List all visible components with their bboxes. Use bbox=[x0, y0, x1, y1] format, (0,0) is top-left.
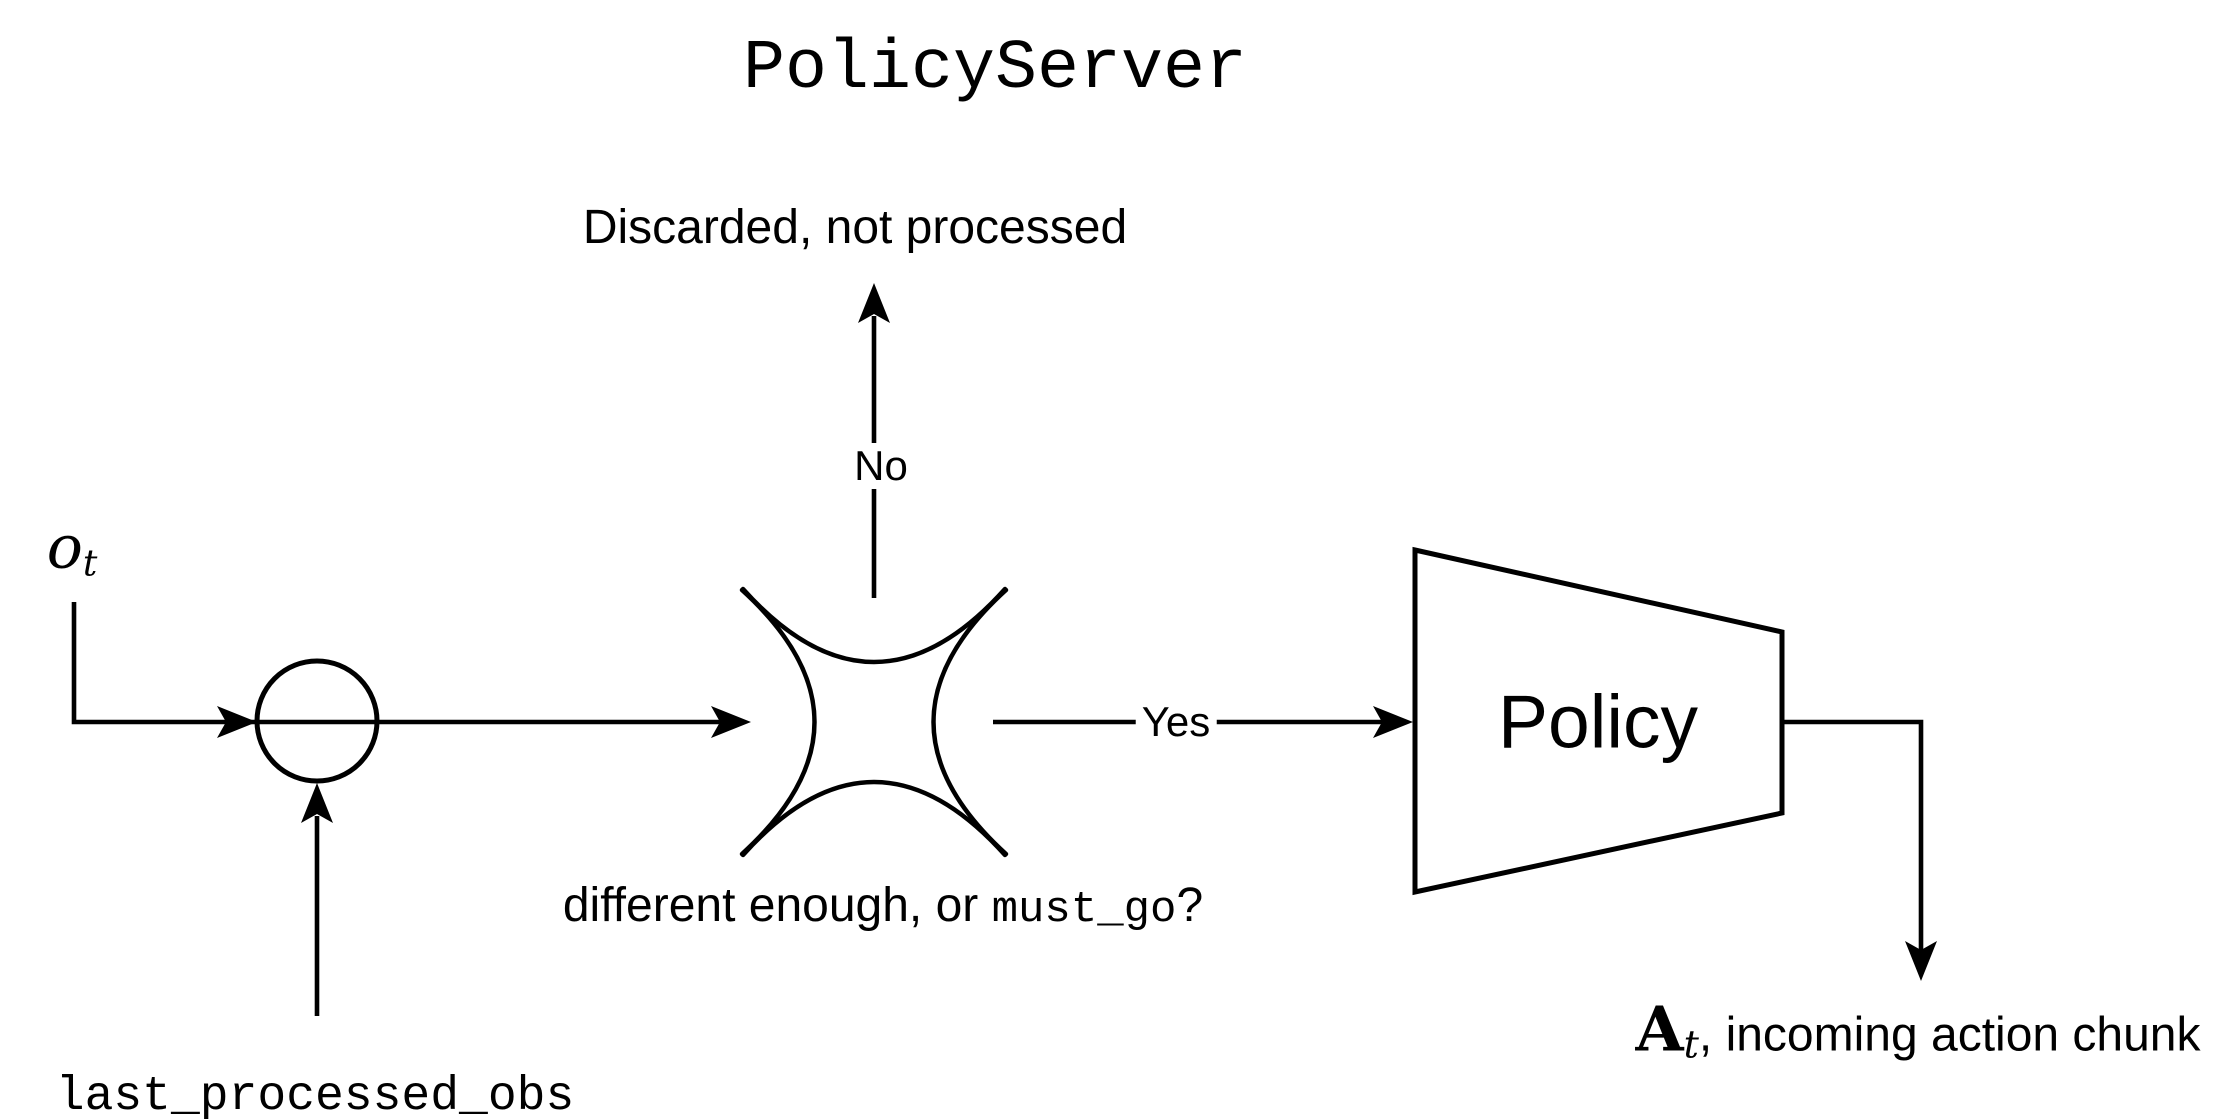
condition-suffix-text: ? bbox=[1176, 879, 1204, 932]
discarded-label: Discarded, not processed bbox=[582, 201, 1128, 254]
condition-prefix-text: different enough, or bbox=[562, 879, 992, 932]
observation-symbol: ot bbox=[47, 518, 98, 583]
merge-input-arrowhead-icon bbox=[217, 706, 257, 738]
decision-condition-label: different enough, or must_go? bbox=[562, 879, 1204, 935]
action-output-arrowhead-icon bbox=[1905, 941, 1937, 981]
decision-shape-bottom-arc bbox=[740, 779, 1008, 858]
policy-node-label: Policy bbox=[1497, 679, 1699, 764]
action-symbol-letter: A bbox=[1635, 992, 1684, 1066]
observation-input-line bbox=[71, 602, 722, 725]
action-symbol-subscript: t bbox=[1683, 1022, 1699, 1067]
policy-trapezoid-node bbox=[1412, 546, 1785, 896]
decision-input-arrowhead-icon bbox=[711, 706, 751, 738]
policy-output-line bbox=[1782, 719, 1924, 952]
policy-input-arrowhead-icon bbox=[1373, 706, 1413, 738]
observation-symbol-subscript: t bbox=[82, 543, 98, 585]
action-suffix-text: , incoming action chunk bbox=[1698, 1008, 2201, 1062]
decision-shape-left-arc bbox=[739, 587, 817, 857]
action-chunk-label: At, incoming action chunk bbox=[1636, 998, 2201, 1067]
comparison-circle-node bbox=[254, 658, 380, 784]
decision-shape-top-arc bbox=[740, 586, 1008, 665]
observation-symbol-letter: o bbox=[46, 512, 83, 583]
no-branch-arrowhead-icon bbox=[858, 283, 890, 323]
yes-branch-label: Yes bbox=[1135, 699, 1217, 745]
condition-code-text: must_go bbox=[991, 885, 1177, 935]
decision-shape-right-arc bbox=[931, 587, 1009, 857]
last-processed-obs-label: last_processed_obs bbox=[55, 1070, 575, 1120]
last-processed-obs-arrowhead-icon bbox=[301, 783, 333, 823]
no-branch-label: No bbox=[850, 443, 912, 489]
diagram-title: PolicyServer bbox=[742, 30, 1248, 109]
